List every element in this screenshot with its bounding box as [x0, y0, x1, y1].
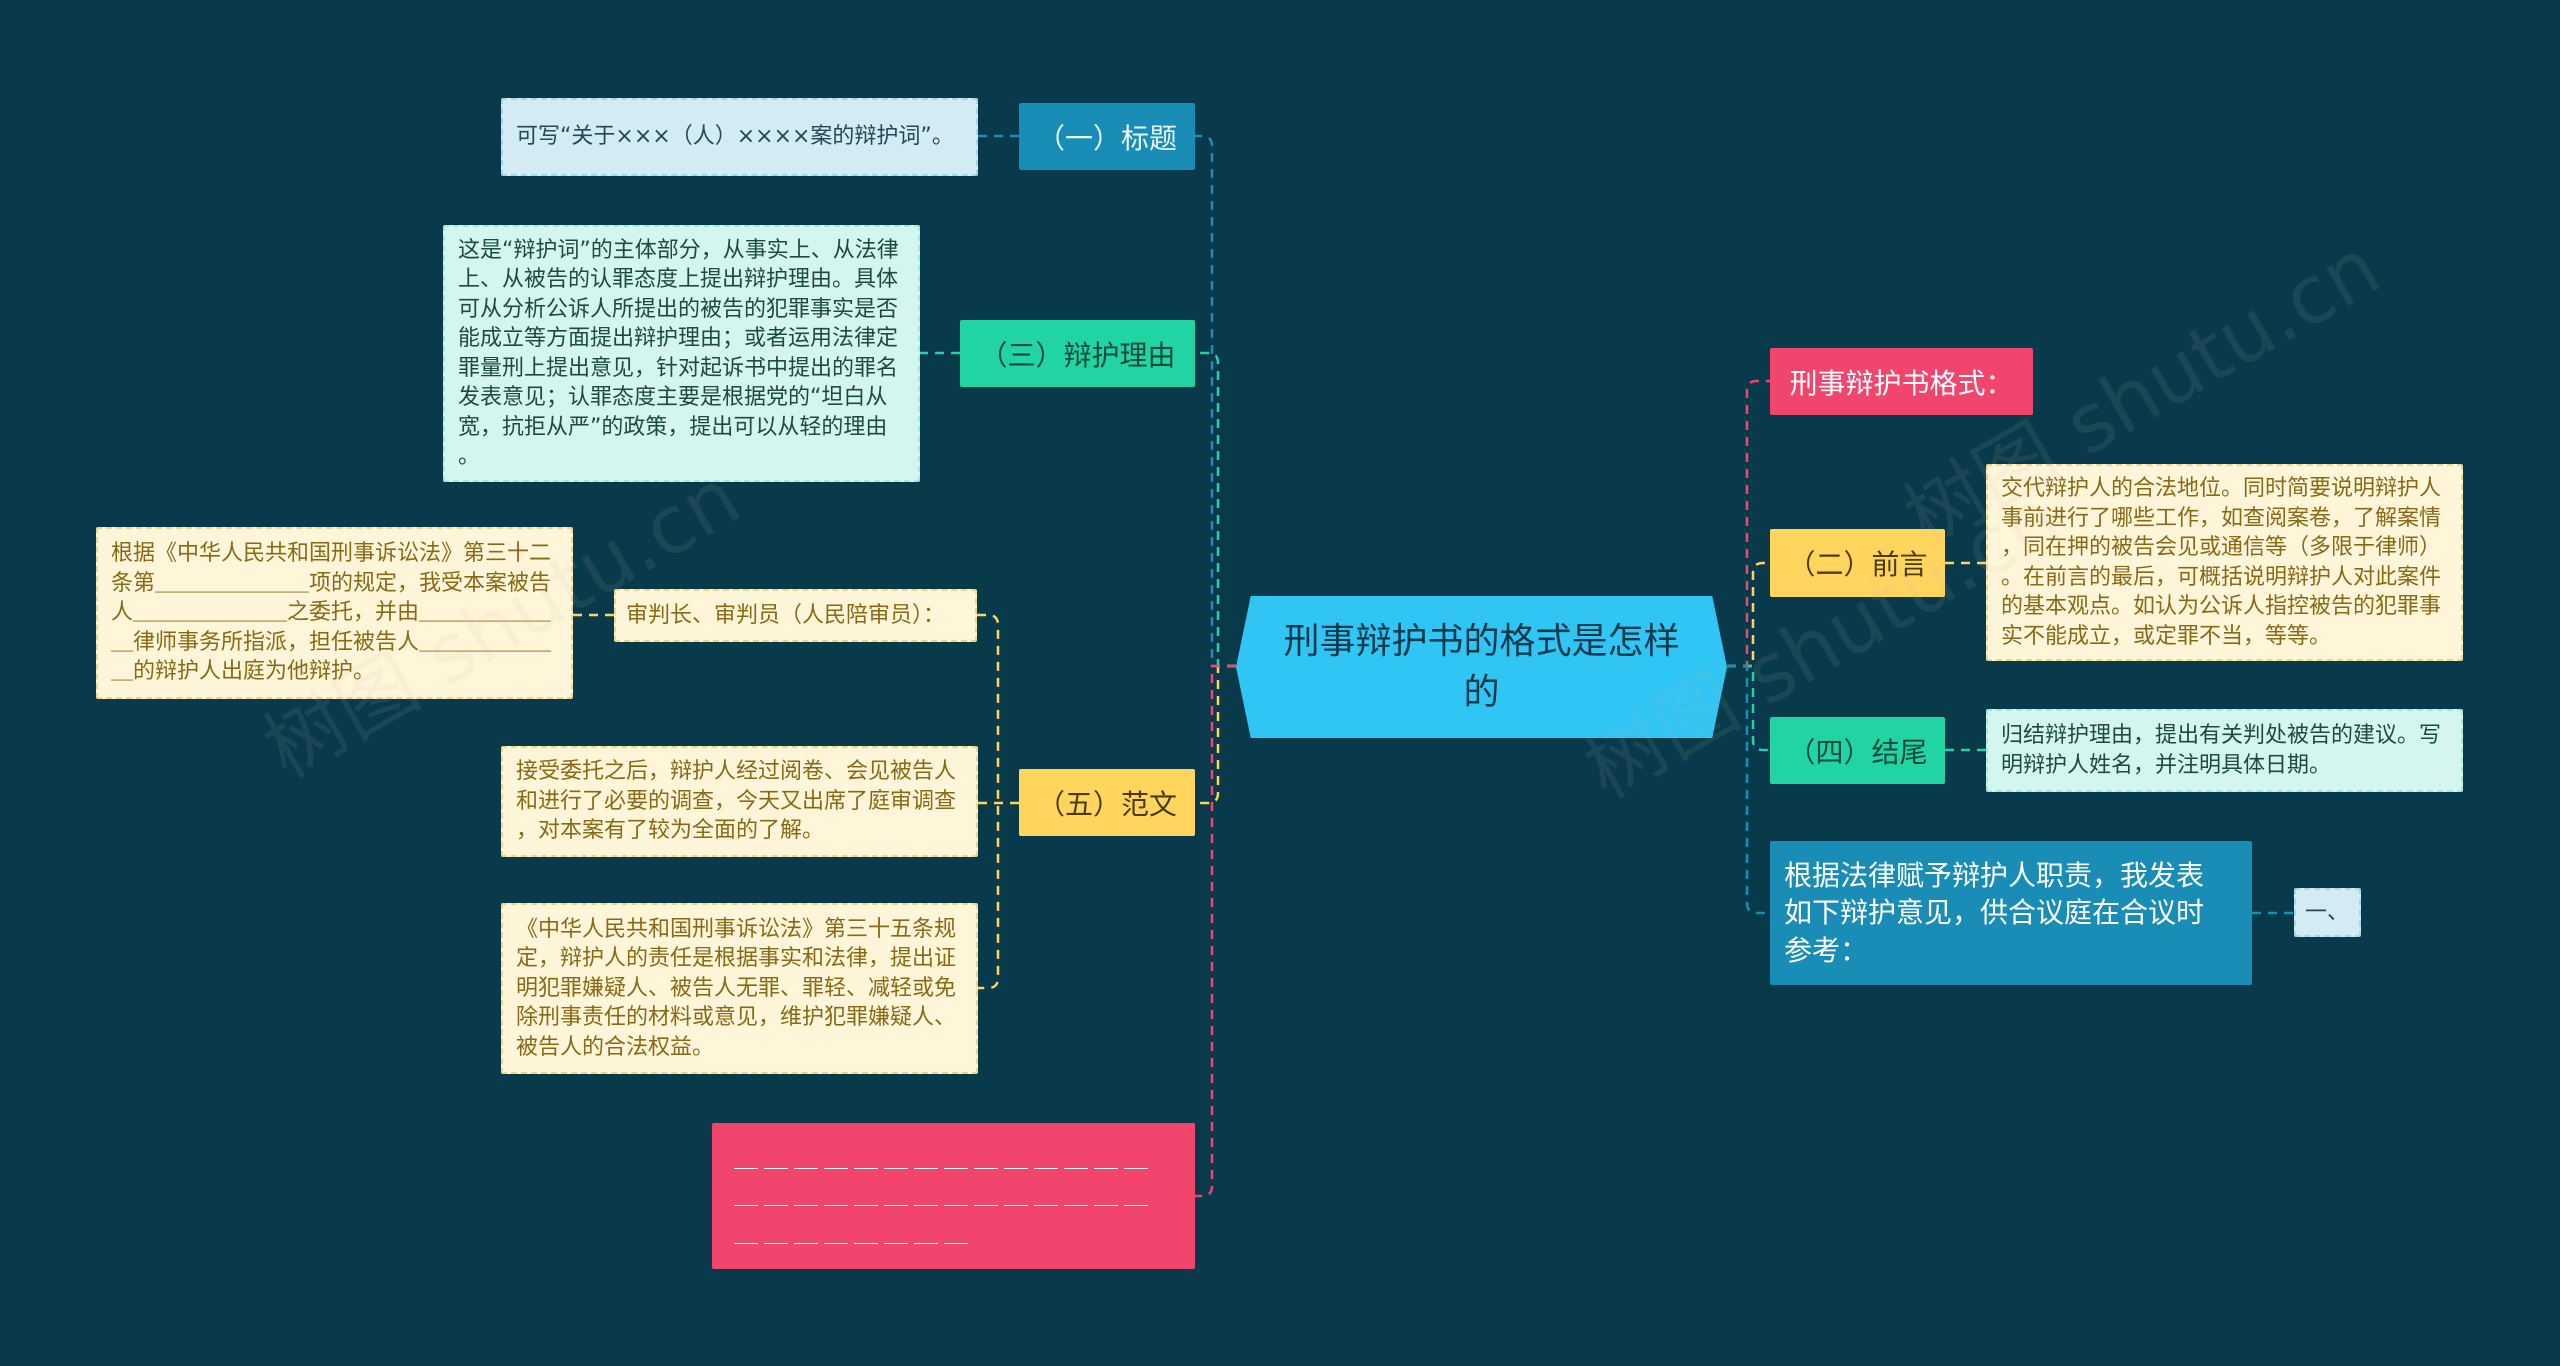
- leaf-ending-note[interactable]: 归结辩护理由，提出有关判处被告的建议。写明辩护人姓名，并注明具体日期。: [1986, 709, 2463, 792]
- leaf-investigation-statement[interactable]: 接受委托之后，辩护人经过阅卷、会见被告人和进行了必要的调查，今天又出席了庭审调查…: [501, 746, 978, 857]
- topic-ending[interactable]: （四）结尾: [1770, 717, 1945, 784]
- link-central-to-title: [1195, 134, 1236, 668]
- leaf-defense-reasons-text: 这是“辩护词”的主体部分，从事实上、从法律上、从被告的认罪态度上提出辩护理由。具…: [458, 237, 899, 470]
- topic-blank-lines-label: ＿＿＿＿＿＿＿＿＿＿＿＿＿＿＿＿＿＿＿＿＿＿＿＿＿＿＿＿＿＿＿＿＿＿＿＿: [734, 1143, 1154, 1247]
- leaf-preface-note[interactable]: 交代辩护人的合法地位。同时简要说明辩护人事前进行了哪些工作，如查阅案卷，了解案情…: [1986, 464, 2463, 661]
- central-topic[interactable]: 刑事辩护书的格式是怎样的: [1236, 596, 1727, 738]
- topic-sample-text-label: （五）范文: [1036, 787, 1177, 821]
- link-central-to-preface: [1727, 561, 1770, 668]
- topic-format-heading[interactable]: 刑事辩护书格式：: [1770, 348, 2033, 415]
- leaf-judge-salutation-text: 审判长、审判员（人民陪审员）：: [626, 602, 946, 628]
- link-central-to-sample: [1195, 664, 1236, 805]
- topic-title-label: （一）标题: [1036, 121, 1177, 155]
- link-sample-bracket: [977, 613, 1000, 990]
- leaf-opinion-item-one[interactable]: 一、: [2294, 888, 2361, 937]
- topic-preface-label: （二）前言: [1787, 548, 1928, 581]
- topic-preface[interactable]: （二）前言: [1770, 529, 1945, 597]
- topic-defense-reasons-label: （三）辩护理由: [979, 338, 1176, 372]
- link-central-to-format: [1727, 379, 1770, 668]
- topic-defense-opinion[interactable]: 根据法律赋予辩护人职责，我发表如下辩护意见，供合议庭在合议时参考：: [1770, 841, 2252, 985]
- link-central-to-ending: [1727, 664, 1770, 752]
- topic-blank-lines[interactable]: ＿＿＿＿＿＿＿＿＿＿＿＿＿＿＿＿＿＿＿＿＿＿＿＿＿＿＿＿＿＿＿＿＿＿＿＿: [712, 1123, 1195, 1269]
- topic-defense-reasons[interactable]: （三）辩护理由: [960, 320, 1195, 387]
- link-central-to-reasons: [1195, 351, 1236, 668]
- link-central-to-opinion: [1727, 664, 1770, 915]
- leaf-duty-statement-text: 《中华人民共和国刑事诉讼法》第三十五条规定，辩护人的责任是根据事实和法律，提出证…: [516, 916, 957, 1060]
- leaf-investigation-statement-text: 接受委托之后，辩护人经过阅卷、会见被告人和进行了必要的调查，今天又出席了庭审调查…: [516, 759, 957, 844]
- leaf-judge-salutation[interactable]: 审判长、审判员（人民陪审员）：: [614, 589, 977, 642]
- leaf-defense-reasons-note[interactable]: 这是“辩护词”的主体部分，从事实上、从法律上、从被告的认罪态度上提出辩护理由。具…: [443, 225, 920, 482]
- topic-defense-opinion-label: 根据法律赋予辩护人职责，我发表如下辩护意见，供合议庭在合议时参考：: [1784, 858, 2205, 967]
- central-topic-text: 刑事辩护书的格式是怎样的: [1283, 621, 1680, 713]
- leaf-title-note-text: 可写“关于×××（人）××××案的辩护词”。: [516, 124, 954, 150]
- topic-title[interactable]: （一）标题: [1019, 103, 1195, 170]
- topic-sample-text[interactable]: （五）范文: [1019, 769, 1195, 836]
- leaf-title-note[interactable]: 可写“关于×××（人）××××案的辩护词”。: [501, 98, 978, 176]
- leaf-entrustment-statement[interactable]: 根据《中华人民共和国刑事诉讼法》第三十二条第＿＿＿＿＿＿＿项的规定，我受本案被告…: [96, 527, 573, 699]
- topic-format-heading-label: 刑事辩护书格式：: [1789, 366, 2014, 400]
- leaf-preface-note-text: 交代辩护人的合法地位。同时简要说明辩护人事前进行了哪些工作，如查阅案卷，了解案情…: [2001, 476, 2442, 649]
- leaf-entrustment-statement-text: 根据《中华人民共和国刑事诉讼法》第三十二条第＿＿＿＿＿＿＿项的规定，我受本案被告…: [111, 541, 552, 685]
- leaf-opinion-item-one-text: 一、: [2305, 899, 2350, 925]
- leaf-duty-statement[interactable]: 《中华人民共和国刑事诉讼法》第三十五条规定，辩护人的责任是根据事实和法律，提出证…: [501, 903, 978, 1074]
- topic-ending-label: （四）结尾: [1787, 735, 1928, 769]
- leaf-ending-note-text: 归结辩护理由，提出有关判处被告的建议。写明辩护人姓名，并注明具体日期。: [2001, 723, 2442, 778]
- link-central-to-blank: [1195, 664, 1236, 1198]
